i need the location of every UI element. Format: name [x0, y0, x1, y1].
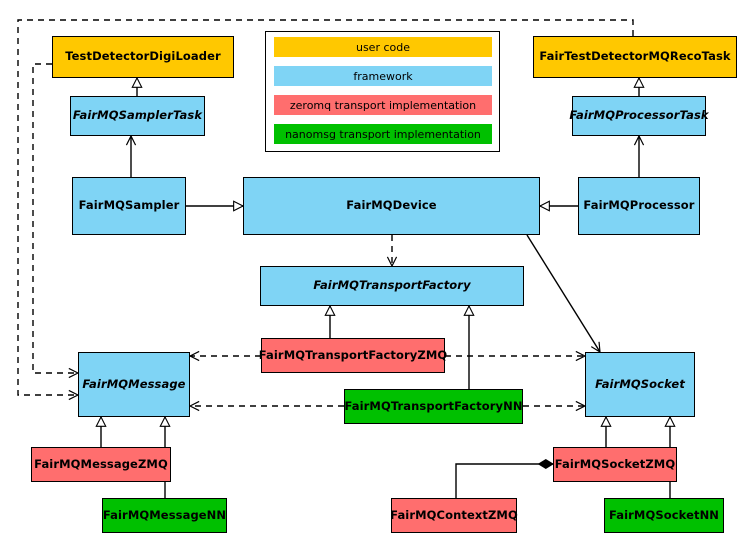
class-node-fairmqtransportfactorynn[interactable]: FairMQTransportFactoryNN	[344, 389, 523, 424]
class-node-label: FairMQSocketNN	[608, 507, 720, 522]
class-node-fairmqprocessortask[interactable]: FairMQProcessorTask	[569, 96, 709, 136]
legend-item-label: zeromq transport implementation	[289, 98, 477, 112]
class-node-fairmqsamplertask[interactable]: FairMQSamplerTask	[70, 96, 205, 136]
class-node-fairmqsampler[interactable]: FairMQSampler	[72, 177, 186, 235]
class-node-fairtestdetectormqrecotask[interactable]: FairTestDetectorMQRecoTask	[533, 36, 737, 78]
class-node-label: FairMQTransportFactoryNN	[344, 398, 523, 413]
legend-item-nanomsg: nanomsg transport implementation	[274, 124, 492, 144]
legend-item-label: user code	[355, 40, 411, 54]
class-node-fairmqtransportfactoryzmq[interactable]: FairMQTransportFactoryZMQ	[258, 338, 448, 373]
class-node-label: FairMQProcessorTask	[569, 108, 709, 123]
class-node-fairmqdevice[interactable]: FairMQDevice	[243, 177, 540, 235]
class-node-fairmqtransportfactory[interactable]: FairMQTransportFactory	[260, 266, 524, 306]
class-node-fairmqsocketzmq[interactable]: FairMQSocketZMQ	[553, 447, 677, 482]
class-node-label: TestDetectorDigiLoader	[65, 49, 221, 64]
class-node-label: FairMQTransportFactoryZMQ	[258, 347, 448, 362]
class-node-label: FairMQMessageZMQ	[34, 456, 168, 471]
class-node-fairmqmessagenn[interactable]: FairMQMessageNN	[102, 498, 227, 533]
class-node-fairmqsocket[interactable]: FairMQSocket	[585, 352, 695, 417]
class-node-label: FairMQSamplerTask	[72, 108, 203, 123]
class-node-label: FairMQDevice	[346, 198, 437, 213]
edge-device-socket	[526, 234, 600, 352]
class-node-fairmqmessagezmq[interactable]: FairMQMessageZMQ	[31, 447, 171, 482]
class-node-label: FairMQSocket	[595, 376, 685, 391]
class-node-label: FairTestDetectorMQRecoTask	[539, 49, 731, 64]
class-node-label: FairMQMessage	[82, 376, 186, 391]
legend-item-label: framework	[353, 69, 413, 83]
legend-item-zeromq: zeromq transport implementation	[274, 95, 492, 115]
legend-item-framework: framework	[274, 66, 492, 86]
class-node-label: FairMQMessageNN	[102, 507, 227, 522]
legend-item-label: nanomsg transport implementation	[285, 127, 481, 141]
class-node-label: FairMQTransportFactory	[313, 278, 471, 293]
class-node-fairmqsocketnn[interactable]: FairMQSocketNN	[604, 498, 724, 533]
class-node-label: FairMQContextZMQ	[390, 507, 518, 522]
class-node-fairmqprocessor[interactable]: FairMQProcessor	[578, 177, 700, 235]
class-node-label: FairMQProcessor	[583, 198, 695, 213]
class-node-fairmqcontextzmq[interactable]: FairMQContextZMQ	[390, 498, 518, 533]
class-node-fairmqmessage[interactable]: FairMQMessage	[78, 352, 190, 417]
class-node-label: FairMQSocketZMQ	[554, 456, 676, 471]
class-node-label: FairMQSampler	[78, 198, 180, 213]
edge-socketzmq-contextzmq	[455, 464, 553, 498]
class-node-testdetectordigiloader[interactable]: TestDetectorDigiLoader	[52, 36, 234, 78]
legend-item-user-code: user code	[274, 37, 492, 57]
